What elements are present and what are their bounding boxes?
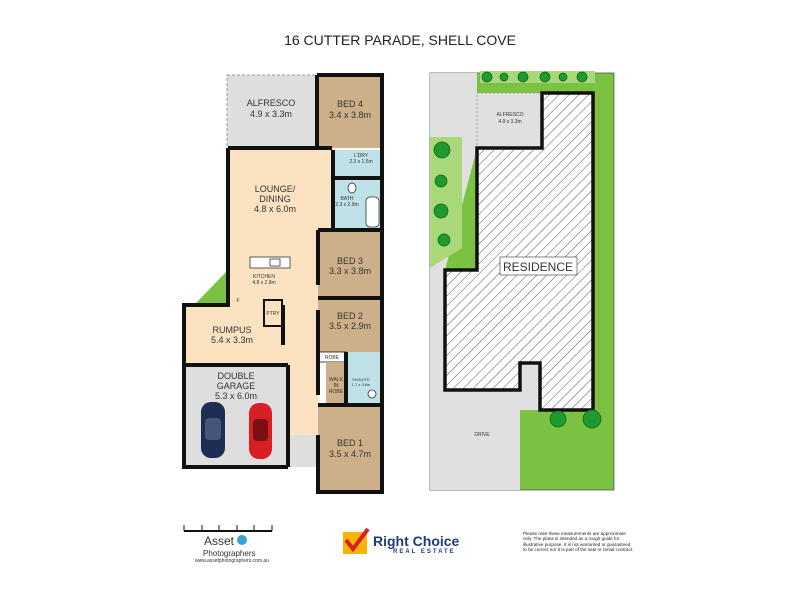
car-red-window xyxy=(253,419,268,441)
room-walk-in-robe xyxy=(326,362,346,405)
shrub-icon xyxy=(558,72,568,82)
room-laundry xyxy=(335,150,382,178)
checkmark-icon xyxy=(344,527,370,553)
room-label: PTRY xyxy=(266,311,280,317)
toilet-icon xyxy=(367,389,377,399)
room-bed3 xyxy=(318,230,382,298)
tree-icons xyxy=(433,71,602,429)
tree-icon xyxy=(549,410,567,428)
asset-url: www.assetphotographers.com.au xyxy=(195,558,269,564)
entry-path xyxy=(520,363,540,410)
walls xyxy=(182,73,384,494)
room-bed2 xyxy=(318,300,382,352)
porch xyxy=(288,435,318,467)
drive-label: DRIVE xyxy=(474,432,490,438)
shrub-icon xyxy=(434,174,448,188)
garden-wedge xyxy=(196,270,228,303)
bathtub-icon xyxy=(365,196,380,228)
agency-sub: REAL ESTATE xyxy=(393,549,456,555)
tree-icon xyxy=(576,71,588,83)
residence-footprint xyxy=(443,91,595,412)
sink-icon xyxy=(269,258,281,267)
residence-label: RESIDENCE xyxy=(503,260,573,274)
scale-bar xyxy=(183,525,273,532)
tree-icon xyxy=(582,409,602,429)
car-blue-window xyxy=(205,418,221,440)
garden-strip-top xyxy=(480,71,595,83)
asset-logo-sub: Photographers xyxy=(203,549,256,558)
room-ensuite xyxy=(348,352,382,405)
tree-icon xyxy=(481,71,493,83)
tree-icon xyxy=(433,141,451,159)
plan-title: 16 CUTTER PARADE, SHELL COVE xyxy=(284,32,516,48)
tree-icon xyxy=(539,71,551,83)
room-alfresco xyxy=(226,74,318,149)
room-label: ROBE xyxy=(325,355,340,361)
asset-logo-icon xyxy=(237,535,247,545)
garden-strip xyxy=(430,137,462,268)
agency-name: Right Choice xyxy=(373,533,460,549)
disclaimer: Please note these measurements are appro… xyxy=(523,531,634,553)
shrub-icon xyxy=(499,72,509,82)
room-bed4 xyxy=(317,75,382,148)
room-bed1 xyxy=(318,405,382,492)
residence-label-box xyxy=(499,256,578,276)
fridge-label: F xyxy=(236,298,239,304)
tree-icon xyxy=(433,203,449,219)
shrub-icon xyxy=(437,233,451,247)
asset-logo-text: Asset xyxy=(204,534,235,548)
site-alfresco xyxy=(476,92,543,149)
tree-icon xyxy=(517,71,529,83)
toilet-icon xyxy=(347,182,357,194)
